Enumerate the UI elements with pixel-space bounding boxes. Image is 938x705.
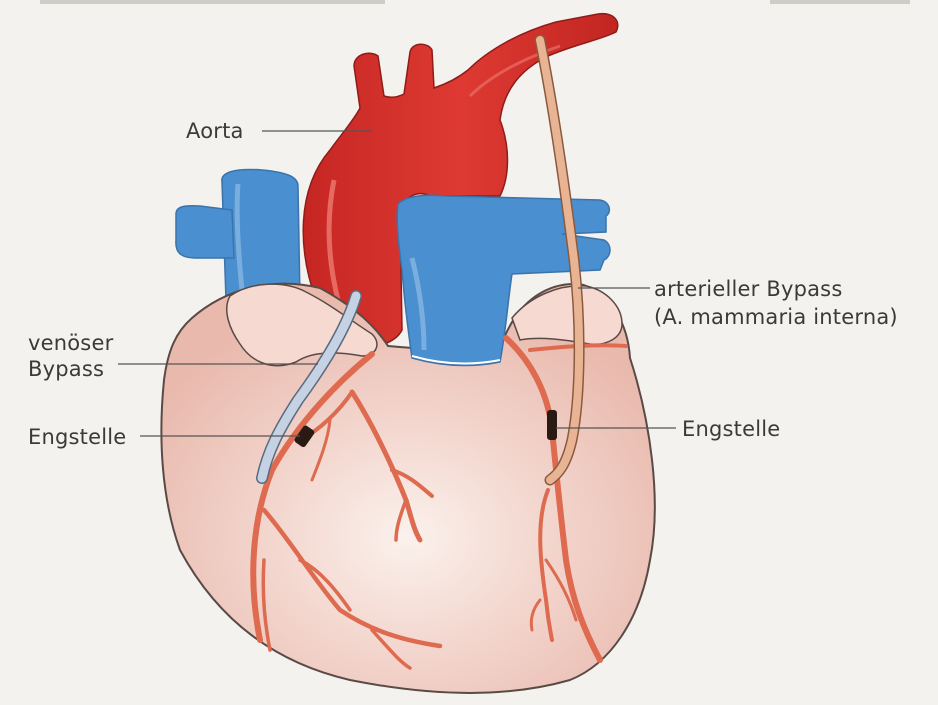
stenosis-left-label: Engstelle <box>28 424 126 450</box>
arterial-bypass-label-line2: (A. mammaria interna) <box>654 304 898 330</box>
superior-vena-cava <box>176 170 300 301</box>
arterial-bypass-label-line1: arterieller Bypass <box>654 276 842 302</box>
left-auricle <box>512 286 622 345</box>
aorta-label: Aorta <box>186 118 244 144</box>
stenosis-right-marker <box>547 410 557 440</box>
stenosis-right-label: Engstelle <box>682 416 780 442</box>
venous-bypass-label-line1: venöser <box>28 330 113 356</box>
venous-bypass-label-line2: Bypass <box>28 356 104 382</box>
